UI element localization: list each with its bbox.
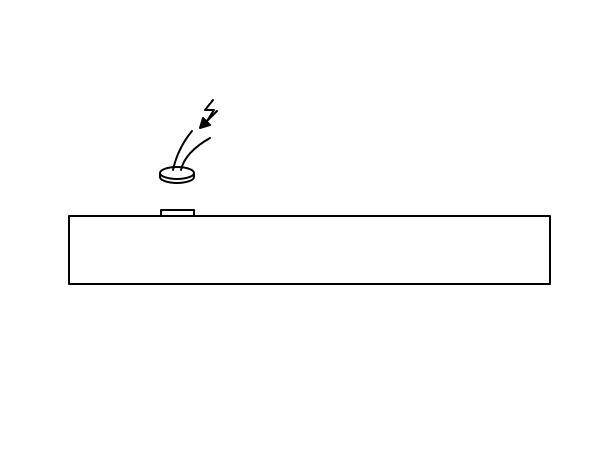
base-block	[68, 215, 551, 285]
lead-wire-left	[172, 130, 193, 171]
disc-component	[159, 166, 195, 184]
lightning-bolt-icon	[204, 99, 215, 122]
arrow-down-left-icon	[199, 110, 218, 129]
contact-pad	[160, 209, 195, 217]
lead-wire-right	[180, 137, 211, 171]
